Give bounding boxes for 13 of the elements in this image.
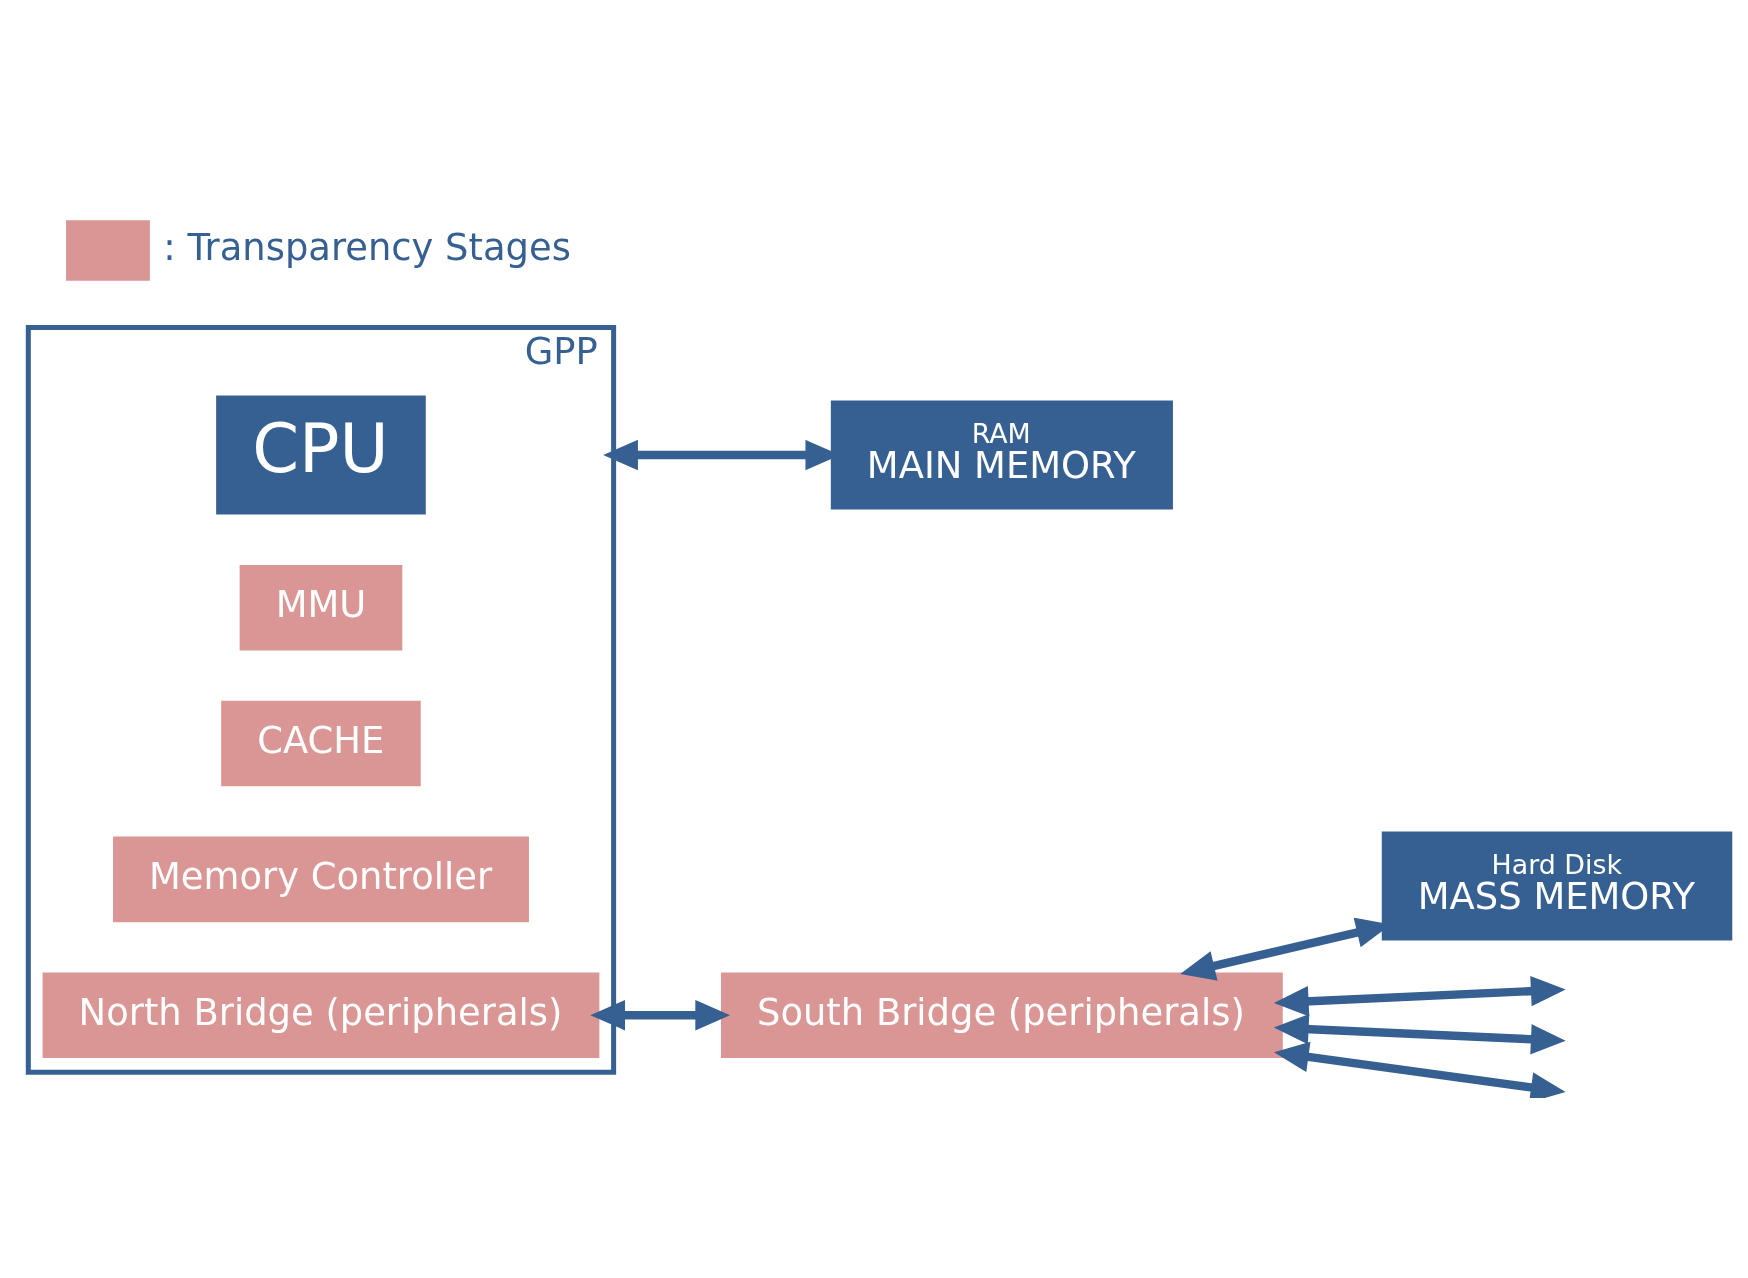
arrow — [1273, 1013, 1566, 1055]
node-box: North Bridge (peripherals) — [40, 970, 602, 1060]
node-box: CACHE — [219, 699, 423, 788]
arrow — [590, 1000, 731, 1031]
node-box: Hard Disk MASS MEMORY — [1380, 829, 1734, 943]
arrow — [1273, 975, 1566, 1017]
arrow — [1273, 1041, 1566, 1098]
node-box: South Bridge (peripherals) — [719, 970, 1285, 1060]
node-box: MMU — [237, 563, 404, 653]
node-box: Memory Controller — [111, 834, 531, 924]
legend-label: : Transparency Stages — [163, 225, 571, 269]
node-box: RAM MAIN MEMORY — [829, 398, 1175, 512]
node-box: CPU — [214, 393, 428, 517]
